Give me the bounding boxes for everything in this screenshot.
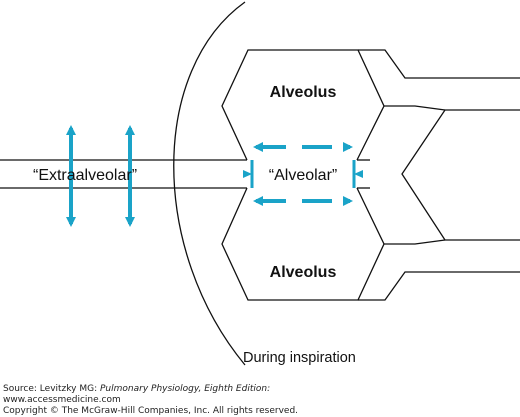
alveolar-label: “Alveolar” <box>269 167 337 184</box>
lung-boundary-curve <box>173 1 246 366</box>
vessel-tube <box>0 159 370 189</box>
extraalveolar-label: “Extraalveolar” <box>33 167 137 184</box>
copyright-credit: Copyright © The McGraw-Hill Companies, I… <box>3 406 299 416</box>
website-credit: www.accessmedicine.com <box>3 395 121 405</box>
alveolus-top-shape <box>221 49 385 161</box>
source-prefix: Source: Levitzky MG: <box>3 384 100 394</box>
extraalveolar-arrows <box>66 125 135 227</box>
source-credit: Source: Levitzky MG: Pulmonary Physiolog… <box>3 384 270 395</box>
alveolus-top-label: Alveolus <box>270 84 337 101</box>
source-title: Pulmonary Physiology, Eighth Edition: <box>100 384 271 394</box>
alveolus-bottom-shape <box>221 187 385 301</box>
alveolar-squeeze-heads <box>243 170 363 178</box>
right-branch-lines <box>358 49 520 301</box>
condition-label: During inspiration <box>243 350 356 366</box>
alveolus-bottom-label: Alveolus <box>270 264 337 281</box>
